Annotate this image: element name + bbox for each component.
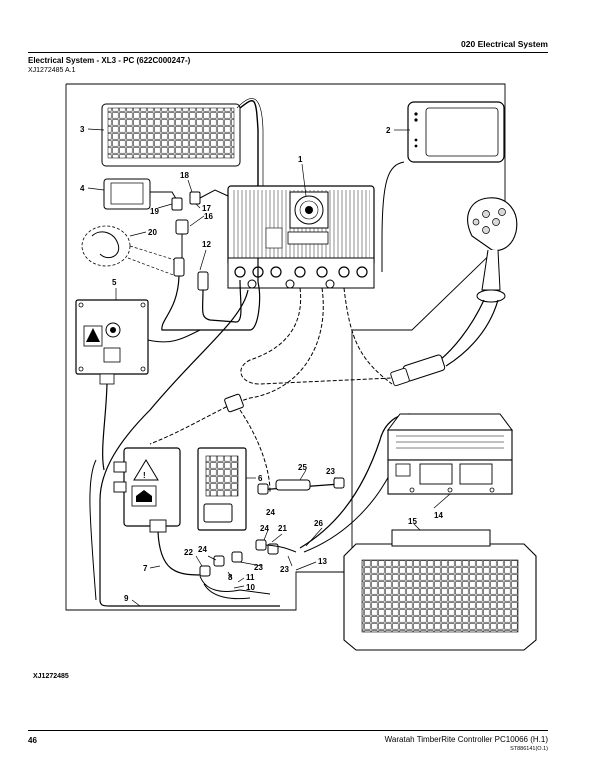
figure-id: XJ1272485 bbox=[33, 673, 69, 680]
pc-controller-1 bbox=[227, 185, 375, 289]
callout-26: 26 bbox=[314, 519, 323, 528]
callout-2: 2 bbox=[386, 126, 391, 135]
callout-4: 4 bbox=[80, 184, 85, 193]
callout-19: 19 bbox=[150, 207, 159, 216]
page-title: Electrical System - XL3 - PC (622C000247… bbox=[28, 56, 191, 65]
junction-box: ! bbox=[113, 447, 201, 576]
callout-11: 11 bbox=[246, 573, 255, 582]
page-number: 46 bbox=[28, 736, 37, 745]
cable-9 bbox=[89, 459, 97, 601]
control-box-5 bbox=[75, 299, 201, 471]
callout-16: 16 bbox=[204, 212, 213, 221]
section-header: 020 Electrical System bbox=[461, 39, 548, 49]
callout-23b: 23 bbox=[254, 563, 263, 572]
callout-13: 13 bbox=[318, 557, 327, 566]
module-14 bbox=[387, 413, 513, 495]
callout-3: 3 bbox=[80, 125, 85, 134]
callout-15: 15 bbox=[408, 517, 417, 526]
callout-1: 1 bbox=[298, 155, 303, 164]
system-boundary bbox=[65, 83, 506, 611]
callout-24a: 24 bbox=[266, 508, 275, 517]
callout-12: 12 bbox=[202, 240, 211, 249]
callouts: 1 2 3 4 5 6 7 8 9 10 11 12 13 14 15 16 1… bbox=[80, 125, 443, 603]
joystick-connector bbox=[390, 354, 446, 387]
callout-9: 9 bbox=[124, 594, 129, 603]
callout-18: 18 bbox=[180, 171, 189, 180]
dashed-cable-a bbox=[240, 287, 393, 385]
callout-22: 22 bbox=[184, 548, 193, 557]
callout-17: 17 bbox=[202, 204, 211, 213]
usb-connectors bbox=[171, 189, 229, 260]
callout-8: 8 bbox=[228, 573, 233, 582]
callout-6: 6 bbox=[258, 474, 263, 483]
figure-reference: XJ1272485 A.1 bbox=[28, 67, 76, 74]
cable-25 bbox=[257, 477, 345, 495]
dashed-cable-b bbox=[231, 287, 324, 405]
dashed-cable-c bbox=[343, 287, 393, 385]
small-display-4 bbox=[103, 178, 179, 210]
inline-connector-dashed bbox=[224, 393, 244, 413]
publication-code: ST886141(O.1) bbox=[510, 746, 548, 752]
display-monitor-2 bbox=[381, 101, 505, 272]
joystick bbox=[439, 197, 518, 367]
callout-5: 5 bbox=[112, 278, 117, 287]
leader-lines bbox=[87, 128, 451, 607]
publication-info: Waratah TimberRite Controller PC10066 (H… bbox=[384, 735, 548, 744]
callout-21: 21 bbox=[278, 524, 287, 533]
cable-26 bbox=[299, 413, 411, 549]
callout-20: 20 bbox=[148, 228, 157, 237]
cable-main bbox=[99, 289, 280, 607]
terminal-box-6 bbox=[197, 447, 247, 531]
dashed-cable-e bbox=[239, 409, 271, 493]
callout-10: 10 bbox=[246, 583, 255, 592]
cable-20 bbox=[81, 225, 177, 277]
keyboard-15 bbox=[343, 529, 537, 651]
header-rule bbox=[28, 52, 548, 53]
dashed-cable-d bbox=[149, 403, 233, 445]
svg-text:!: ! bbox=[143, 471, 146, 480]
callout-7: 7 bbox=[143, 564, 148, 573]
callout-24b: 24 bbox=[260, 524, 269, 533]
cable-12 bbox=[161, 257, 261, 331]
callout-23a: 23 bbox=[326, 467, 335, 476]
connector-group-22 bbox=[199, 551, 271, 600]
connector-group-21 bbox=[255, 539, 297, 555]
keyboard-3 bbox=[101, 98, 264, 190]
callout-24c: 24 bbox=[198, 545, 207, 554]
callout-23c: 23 bbox=[280, 565, 289, 574]
callout-25: 25 bbox=[298, 463, 307, 472]
footer-rule bbox=[28, 730, 548, 731]
callout-14: 14 bbox=[434, 511, 443, 520]
